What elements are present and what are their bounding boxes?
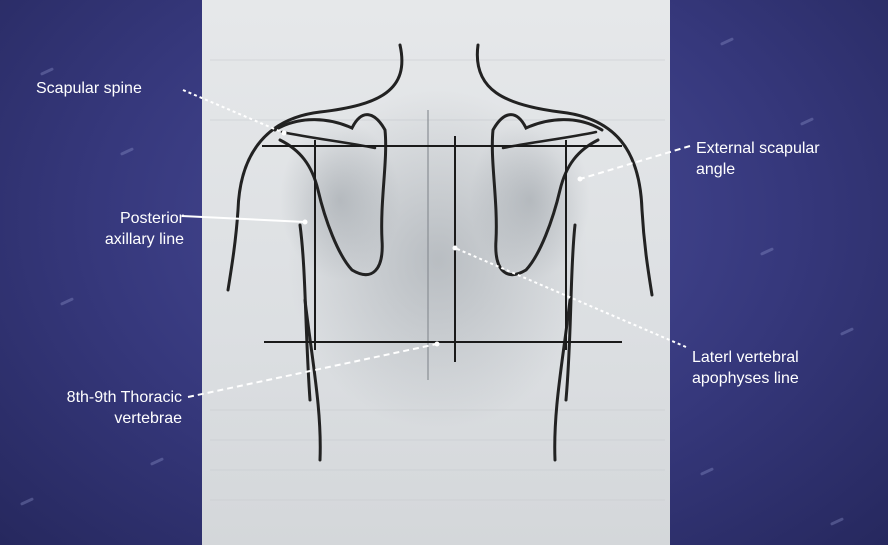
label-posterior-axillary-line: Posterior axillary line xyxy=(74,208,184,250)
label-lateral-vertebral-line-1: Laterl vertebral xyxy=(692,347,799,368)
label-posterior-axillary-line-1: Posterior xyxy=(74,208,184,229)
label-lateral-vertebral-line-2: apophyses line xyxy=(692,368,799,389)
label-external-scapular-angle: External scapular angle xyxy=(696,138,820,180)
label-thoracic-vertebrae-2: vertebrae xyxy=(22,408,182,429)
label-external-scapular-angle-1: External scapular xyxy=(696,138,820,159)
label-scapular-spine: Scapular spine xyxy=(36,78,142,99)
label-thoracic-vertebrae-1: 8th-9th Thoracic xyxy=(22,387,182,408)
scapular-spine-leader xyxy=(183,90,284,133)
label-posterior-axillary-line-2: axillary line xyxy=(74,229,184,250)
external-scapular-angle-leader xyxy=(580,146,690,179)
label-external-scapular-angle-2: angle xyxy=(696,159,820,180)
label-lateral-vertebral-line: Laterl vertebral apophyses line xyxy=(692,347,799,389)
label-thoracic-vertebrae: 8th-9th Thoracic vertebrae xyxy=(22,387,182,429)
